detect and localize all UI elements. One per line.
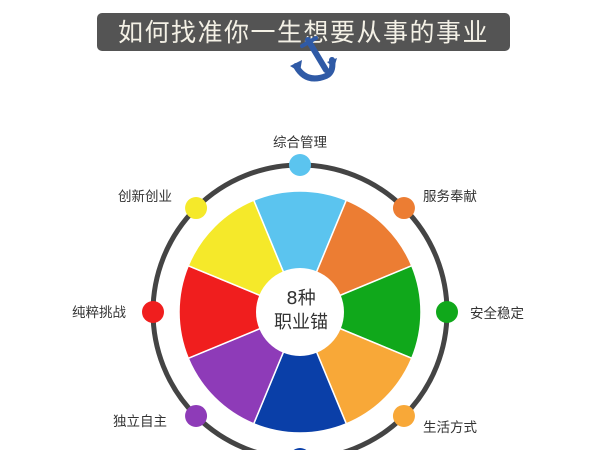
label-service: 服务奉献 bbox=[423, 189, 477, 205]
center-line-1: 8种 bbox=[286, 288, 316, 309]
ring-dot-5 bbox=[185, 404, 208, 427]
label-lifestyle: 生活方式 bbox=[423, 420, 477, 436]
ring-dot-7 bbox=[185, 197, 208, 220]
label-entrepreneurship: 创新创业 bbox=[118, 189, 172, 205]
ring-dot-3 bbox=[392, 404, 415, 427]
wheel-segment-4 bbox=[252, 310, 348, 434]
ring-dot-0 bbox=[289, 154, 311, 176]
wheel-center-label: 8种 职业锚 bbox=[258, 287, 344, 335]
label-autonomy: 独立自主 bbox=[113, 414, 167, 430]
ring-dot-6 bbox=[142, 301, 164, 323]
label-security: 安全稳定 bbox=[470, 306, 524, 322]
ring-dot-2 bbox=[436, 301, 458, 323]
label-challenge: 纯粹挑战 bbox=[72, 305, 126, 321]
anchor-icon bbox=[290, 36, 337, 82]
label-management: 综合管理 bbox=[273, 135, 327, 151]
title-banner: 如何找准你一生想要从事的事业 bbox=[97, 13, 510, 51]
ring-dot-1 bbox=[392, 197, 415, 220]
page-title: 如何找准你一生想要从事的事业 bbox=[117, 18, 489, 47]
center-line-2: 职业锚 bbox=[274, 312, 328, 333]
wheel-segment-2 bbox=[298, 264, 422, 360]
center-circle bbox=[256, 268, 344, 356]
wheel-segment-0 bbox=[252, 190, 348, 314]
wheel-segment-6 bbox=[178, 264, 302, 360]
